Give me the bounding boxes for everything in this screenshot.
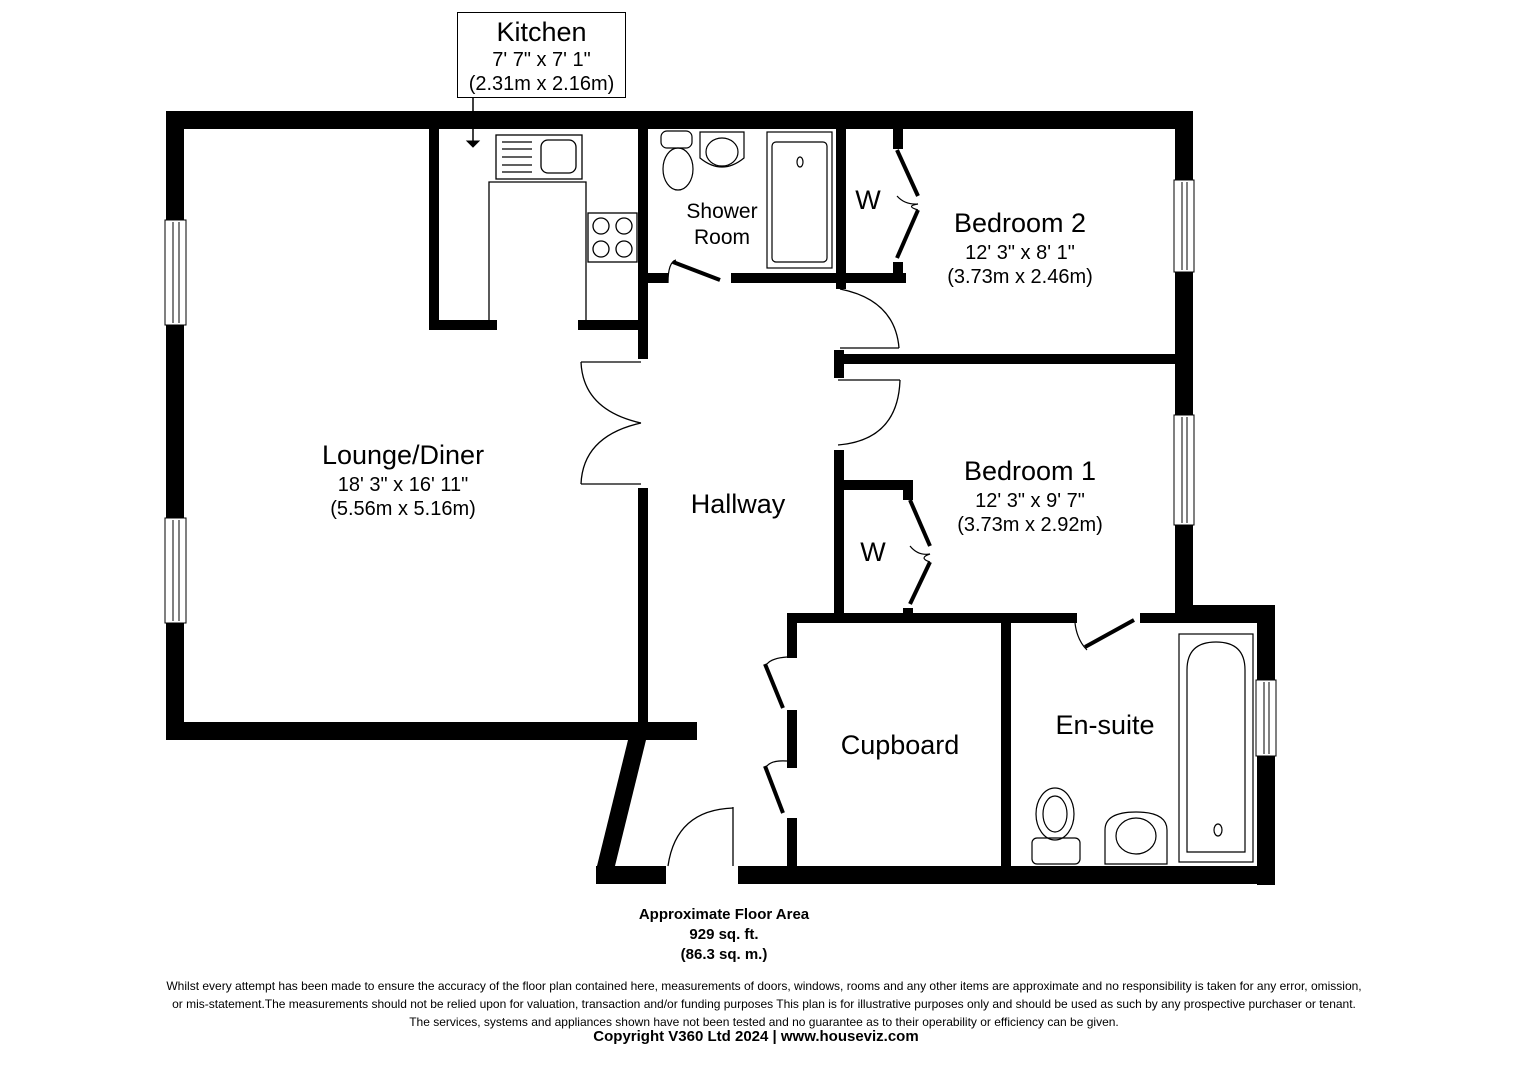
disclaimer-line-2: or mis-statement.The measurements should… <box>172 997 1356 1011</box>
bedroom1-label: Bedroom 1 12' 3" x 9' 7" (3.73m x 2.92m) <box>930 458 1130 537</box>
kitchen-fittings <box>488 134 638 322</box>
bedroom1-dim-metric: (3.73m x 2.92m) <box>957 514 1103 536</box>
kitchen-pointer-arrow <box>465 98 481 148</box>
basin-icon <box>1104 811 1168 865</box>
wardrobe-bedroom1: W <box>860 537 886 567</box>
copyright: Copyright V360 Ltd 2024 | www.houseviz.c… <box>593 1028 919 1045</box>
sink-icon <box>540 139 577 174</box>
cupboard-name: Cupboard <box>840 730 960 760</box>
hallway-name: Hallway <box>690 489 786 519</box>
lounge-label: Lounge/Diner 18' 3" x 16' 11" (5.56m x 5… <box>293 442 513 521</box>
ensuite-name: En-suite <box>1055 710 1155 740</box>
disclaimer-line-1: Whilst every attempt has been made to en… <box>166 979 1362 993</box>
basin-icon <box>699 131 745 168</box>
toilet-icon <box>1035 787 1075 841</box>
disclaimer: Whilst every attempt has been made to en… <box>0 977 1528 1031</box>
toilet-icon <box>660 130 693 149</box>
kitchen-dim-metric: (2.31m x 2.16m) <box>468 73 615 95</box>
floor-area-block: Approximate Floor Area 929 sq. ft. (86.3… <box>0 905 1488 965</box>
disclaimer-line-3: The services, systems and appliances sho… <box>409 1015 1119 1029</box>
shower-room-name-line1: Shower <box>686 200 758 223</box>
lounge-dim-metric: (5.56m x 5.16m) <box>330 498 476 520</box>
kitchen-name: Kitchen <box>496 17 587 47</box>
bedroom2-name: Bedroom 2 <box>953 208 1087 238</box>
kitchen-label: Kitchen 7' 7" x 7' 1" (2.31m x 2.16m) <box>457 12 626 98</box>
hob-icon <box>587 212 638 263</box>
lounge-name: Lounge/Diner <box>321 440 485 470</box>
lounge-dim-imperial: 18' 3" x 16' 11" <box>337 474 469 496</box>
floor-area-title: Approximate Floor Area <box>638 906 810 923</box>
window-icon <box>164 179 1277 757</box>
bedroom1-dim-imperial: 12' 3" x 9' 7" <box>975 490 1085 512</box>
bedroom2-dim-imperial: 12' 3" x 8' 1" <box>965 242 1075 264</box>
floor-area-sqm: (86.3 sq. m.) <box>680 946 768 963</box>
door-swing-icon <box>580 288 901 867</box>
bath-icon <box>1178 633 1254 863</box>
shower-tray-icon <box>766 131 833 269</box>
kitchen-dim-imperial: 7' 7" x 7' 1" <box>492 49 591 71</box>
bedroom1-name: Bedroom 1 <box>963 456 1097 486</box>
ensuite-fittings <box>1031 633 1254 865</box>
floor-area-sqft: 929 sq. ft. <box>689 926 759 943</box>
bedroom2-label: Bedroom 2 12' 3" x 8' 1" (3.73m x 2.46m) <box>920 210 1120 289</box>
shower-room-fittings <box>660 130 833 269</box>
shower-room-name-line2: Room <box>693 226 751 249</box>
wardrobe-bedroom2: W <box>855 185 881 215</box>
shower-room-label: Shower Room <box>672 199 772 251</box>
door-leaf <box>672 149 1135 814</box>
bedroom2-dim-metric: (3.73m x 2.46m) <box>947 266 1093 288</box>
